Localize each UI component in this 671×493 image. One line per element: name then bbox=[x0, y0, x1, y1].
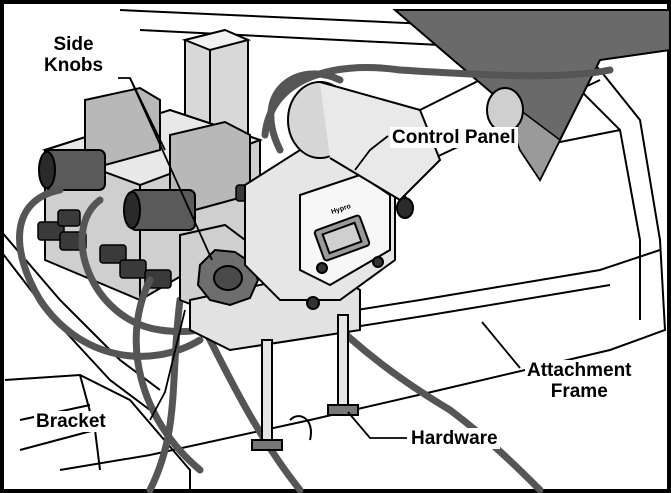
leader-lines bbox=[118, 77, 521, 439]
attachment-frame-label: Attachment Frame bbox=[525, 360, 634, 402]
hardware-bolts bbox=[251, 314, 359, 451]
side-knob bbox=[196, 248, 260, 307]
side-knobs-label-line2: Knobs bbox=[44, 55, 104, 76]
control-panel-label: Control Panel bbox=[390, 127, 518, 148]
side-knobs-label-line1: Side bbox=[53, 34, 94, 55]
solenoid-valve-left bbox=[38, 86, 161, 191]
attachment-frame-label-line1: Attachment bbox=[527, 360, 632, 381]
bracket-label: Bracket bbox=[34, 411, 108, 432]
hydraulic-hoses bbox=[16, 64, 614, 493]
control-panel bbox=[244, 148, 414, 310]
hardware-label: Hardware bbox=[409, 428, 500, 449]
attachment-frame-label-line2: Frame bbox=[550, 381, 608, 402]
side-knobs-label: Side Knobs bbox=[42, 34, 106, 76]
solenoid-valve-right bbox=[123, 120, 251, 231]
